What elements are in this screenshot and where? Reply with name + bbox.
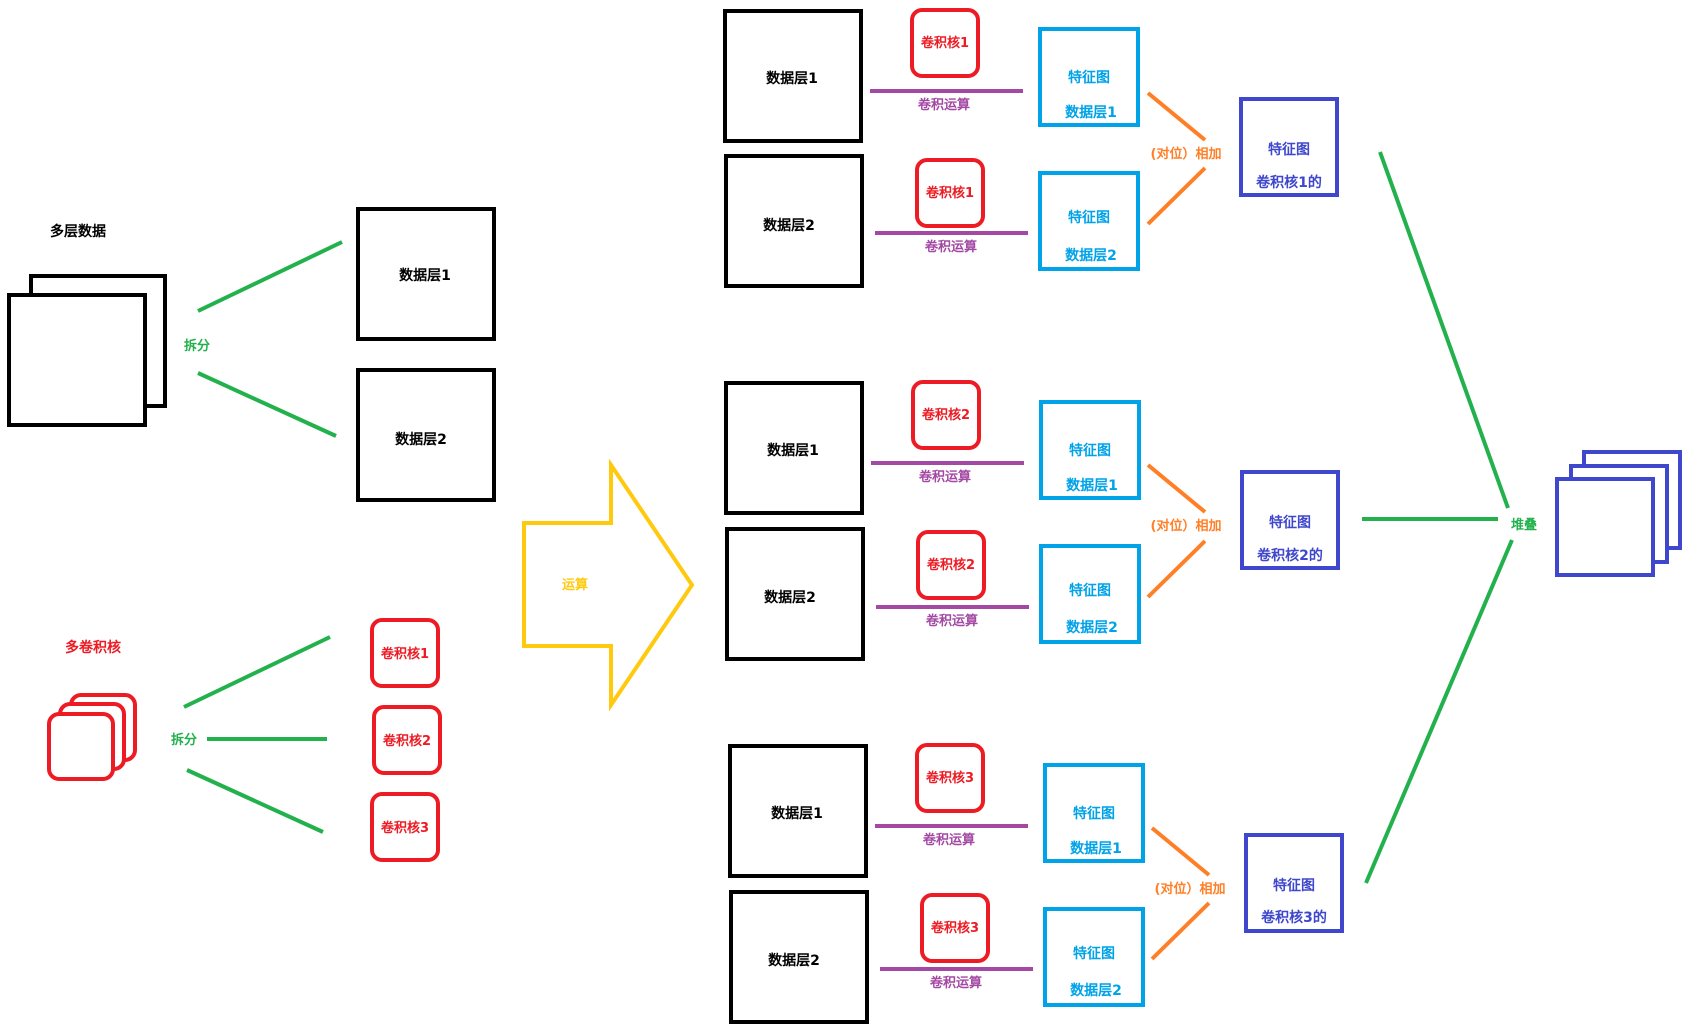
g2-data-layer-1-box bbox=[724, 381, 864, 515]
g2-kernel-b-box bbox=[916, 530, 986, 600]
g3-data-layer-1-label: 数据层1 bbox=[771, 805, 823, 822]
split-label-kernel: 拆分 bbox=[171, 732, 197, 748]
g3-result-title: 特征图 bbox=[1273, 877, 1315, 894]
g2-feature-1-box bbox=[1039, 400, 1141, 500]
left-kernel-3-label: 卷积核3 bbox=[381, 820, 429, 836]
g1-feature-2-layer: 数据层2 bbox=[1065, 247, 1117, 264]
g3-feature-2-box bbox=[1043, 907, 1145, 1007]
g3-data-layer-2-label: 数据层2 bbox=[768, 952, 820, 969]
g1-data-layer-1-box bbox=[723, 9, 863, 143]
g1-data-layer-1-label: 数据层1 bbox=[766, 70, 818, 87]
g2-feature-2-layer: 数据层2 bbox=[1066, 619, 1118, 636]
g1-kernel-a-box bbox=[910, 8, 980, 78]
g1-feature-1-layer: 数据层1 bbox=[1065, 104, 1117, 121]
left-data-layer-1-label: 数据层1 bbox=[399, 267, 451, 284]
multi-data-title: 多层数据 bbox=[50, 223, 106, 240]
g2-data-layer-2-label: 数据层2 bbox=[764, 589, 816, 606]
g1-kernel-a-label: 卷积核1 bbox=[921, 35, 969, 51]
g3-feature-1-title: 特征图 bbox=[1073, 805, 1115, 822]
g2-feature-2-title: 特征图 bbox=[1069, 582, 1111, 599]
operation-arrow bbox=[522, 458, 695, 712]
conv-group-3: 数据层1 数据层2 卷积核3 卷积运算 卷积核3 卷积运算 特征图 数据层1 特… bbox=[728, 743, 1344, 1024]
g1-result-title: 特征图 bbox=[1268, 141, 1310, 158]
g3-kernel-b-box bbox=[920, 893, 990, 963]
stacked-feature-maps-icon bbox=[1555, 450, 1682, 577]
g2-sum-connectors bbox=[1146, 463, 1207, 599]
left-kernel-2: 卷积核2 bbox=[372, 705, 442, 775]
g3-result-box bbox=[1244, 833, 1344, 933]
g2-result-caption: 卷积核2的 bbox=[1256, 547, 1323, 564]
split-connectors-kernel bbox=[183, 635, 331, 834]
g1-conv-label-a: 卷积运算 bbox=[918, 97, 970, 113]
stack-connectors bbox=[1362, 151, 1514, 884]
g2-conv-label-b: 卷积运算 bbox=[926, 613, 978, 629]
g3-kernel-a-box bbox=[915, 743, 985, 813]
left-kernel-1: 卷积核1 bbox=[370, 618, 440, 688]
g3-feature-1-box bbox=[1043, 763, 1145, 863]
g3-data-layer-1-box bbox=[728, 744, 868, 878]
operation-arrow-label: 运算 bbox=[562, 577, 588, 593]
g1-result-caption: 卷积核1的 bbox=[1255, 174, 1322, 191]
g3-kernel-b-label: 卷积核3 bbox=[931, 920, 979, 936]
g1-data-layer-2-box bbox=[724, 154, 864, 288]
g1-kernel-b-box bbox=[915, 158, 985, 228]
g1-conv-label-b: 卷积运算 bbox=[925, 239, 977, 255]
g3-sum-label: (对位）相加 bbox=[1155, 881, 1226, 897]
g2-feature-2-box bbox=[1039, 544, 1141, 644]
g3-kernel-a-label: 卷积核3 bbox=[926, 770, 974, 786]
conv-group-2: 数据层1 数据层2 卷积核2 卷积运算 卷积核2 卷积运算 特征图 数据层1 特… bbox=[724, 380, 1340, 661]
multi-kernel-stack-icon bbox=[47, 693, 137, 781]
left-data-layer-1-box bbox=[356, 207, 496, 341]
left-kernel-2-label: 卷积核2 bbox=[383, 733, 431, 749]
stack-label: 堆叠 bbox=[1511, 517, 1537, 533]
g2-data-layer-1-label: 数据层1 bbox=[767, 442, 819, 459]
g2-kernel-b-label: 卷积核2 bbox=[927, 557, 975, 573]
g2-data-layer-2-box bbox=[725, 527, 865, 661]
g3-result-caption: 卷积核3的 bbox=[1260, 909, 1327, 926]
g2-kernel-a-label: 卷积核2 bbox=[922, 407, 970, 423]
g3-feature-2-layer: 数据层2 bbox=[1070, 982, 1122, 999]
multi-layer-data-stack-icon bbox=[7, 274, 167, 427]
g2-feature-1-layer: 数据层1 bbox=[1066, 477, 1118, 494]
multi-kernel-title: 多卷积核 bbox=[65, 639, 121, 656]
g1-data-layer-2-label: 数据层2 bbox=[763, 217, 815, 234]
g2-conv-label-a: 卷积运算 bbox=[919, 469, 971, 485]
g2-kernel-a-box bbox=[911, 380, 981, 450]
left-kernel-1-label: 卷积核1 bbox=[381, 646, 429, 662]
g1-feature-1-box bbox=[1038, 27, 1140, 127]
g1-feature-2-box bbox=[1038, 171, 1140, 271]
split-connectors-data bbox=[197, 240, 343, 438]
g3-feature-2-title: 特征图 bbox=[1073, 945, 1115, 962]
g3-data-layer-2-box bbox=[729, 890, 869, 1024]
g3-sum-connectors bbox=[1150, 826, 1211, 961]
g1-feature-2-title: 特征图 bbox=[1068, 209, 1110, 226]
conv-group-1: 数据层1 数据层2 卷积核1 卷积运算 卷积核1 卷积运算 特征图 数据层1 特… bbox=[723, 8, 1339, 288]
left-kernel-3: 卷积核3 bbox=[370, 792, 440, 862]
g3-conv-label-a: 卷积运算 bbox=[923, 832, 975, 848]
g2-result-title: 特征图 bbox=[1269, 514, 1311, 531]
g2-feature-1-title: 特征图 bbox=[1069, 442, 1111, 459]
g3-feature-1-layer: 数据层1 bbox=[1070, 840, 1122, 857]
g2-result-box bbox=[1240, 470, 1340, 570]
g1-feature-1-title: 特征图 bbox=[1068, 69, 1110, 86]
left-data-layer-2-box bbox=[356, 368, 496, 502]
g1-result-box bbox=[1239, 97, 1339, 197]
split-label-data: 拆分 bbox=[184, 338, 210, 354]
left-data-layer-2-label: 数据层2 bbox=[395, 431, 447, 448]
g2-sum-label: (对位）相加 bbox=[1151, 518, 1222, 534]
g1-kernel-b-label: 卷积核1 bbox=[926, 185, 974, 201]
g1-sum-label: (对位）相加 bbox=[1151, 146, 1222, 162]
g3-conv-label-b: 卷积运算 bbox=[930, 975, 982, 991]
g1-sum-connectors bbox=[1146, 91, 1207, 226]
